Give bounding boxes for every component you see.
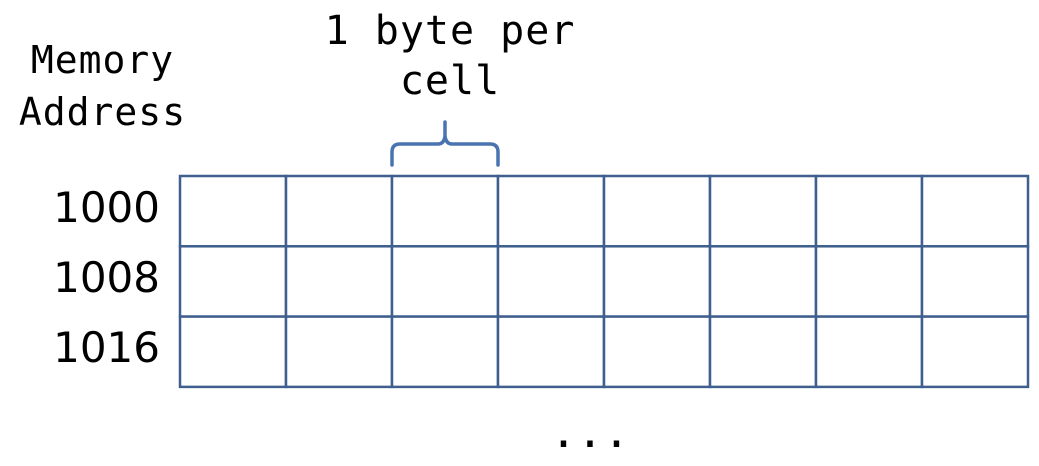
- address-label-row-1: 1008: [53, 253, 160, 302]
- address-label-row-2: 1016: [53, 323, 160, 372]
- memory-cell-r1-c4: [602, 245, 712, 318]
- memory-cell-r1-c6: [814, 245, 924, 318]
- memory-cell-r2-c6: [814, 315, 924, 389]
- memory-cell-r0-c4: [602, 174, 712, 248]
- memory-cell-r2-c2: [390, 315, 500, 389]
- memory-cell-r0-c1: [284, 174, 394, 248]
- memory-cell-r0-c7: [920, 174, 1030, 248]
- continuation-ellipsis: ...: [550, 407, 630, 458]
- memory-cell-r1-c5: [708, 245, 818, 318]
- memory-cell-r0-c3: [496, 174, 606, 248]
- cell-brace: [390, 120, 500, 167]
- memory-cell-r1-c0: [178, 245, 288, 318]
- memory-cell-r1-c2: [390, 245, 500, 318]
- memory-cell-r0-c5: [708, 174, 818, 248]
- memory-address-label: Memory Address: [18, 38, 187, 134]
- memory-cell-r0-c0: [178, 174, 288, 248]
- memory-cell-r2-c7: [920, 315, 1030, 389]
- address-label-row-0: 1000: [53, 183, 160, 232]
- memory-cell-r2-c4: [602, 315, 712, 389]
- memory-cells: [178, 174, 1030, 389]
- memory-cell-r1-c1: [284, 245, 394, 318]
- memory-cell-r2-c0: [178, 315, 288, 389]
- cell-size-annotation: 1 byte per cell: [324, 8, 576, 104]
- memory-cell-r2-c1: [284, 315, 394, 389]
- memory-cell-r2-c5: [708, 315, 818, 389]
- memory-cell-r1-c3: [496, 245, 606, 318]
- memory-cell-r2-c3: [496, 315, 606, 389]
- memory-cell-r1-c7: [920, 245, 1030, 318]
- memory-cell-r0-c2: [390, 174, 500, 248]
- memory-cell-r0-c6: [814, 174, 924, 248]
